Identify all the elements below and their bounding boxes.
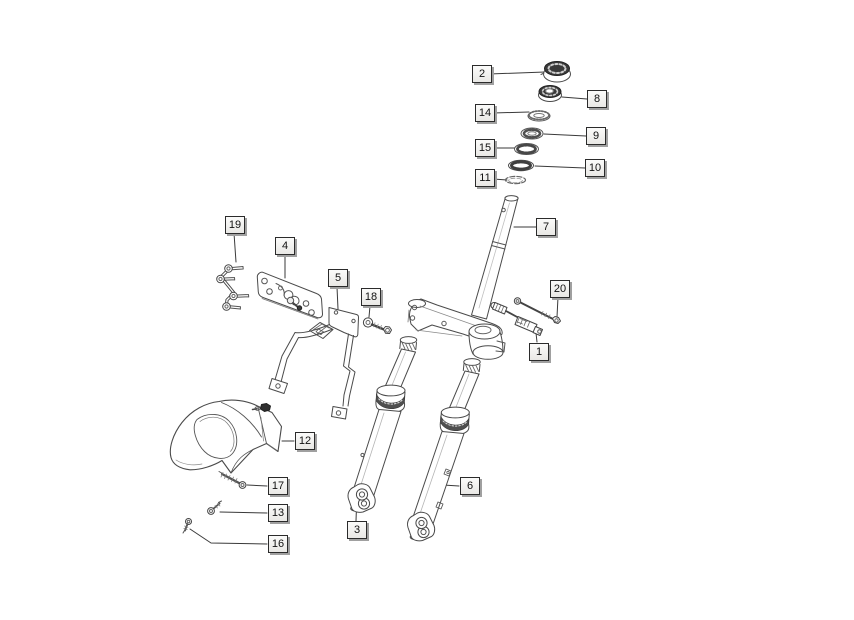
part-16-screw — [182, 518, 192, 534]
part-17-screw — [218, 471, 247, 489]
part-label-18: 18 — [361, 288, 381, 306]
part-9-upper-bearing — [520, 127, 544, 140]
part-label-5: 5 — [328, 269, 348, 287]
part-label-4: 4 — [275, 237, 295, 255]
part-label-10: 10 — [585, 159, 605, 177]
part-18-bolt — [362, 317, 392, 334]
part-label-6: 6 — [460, 477, 480, 495]
part-label-14: 14 — [475, 104, 495, 122]
part-label-20: 20 — [550, 280, 570, 298]
part-15-lower-bearing — [514, 143, 539, 155]
part-11-dust-seal — [504, 175, 527, 185]
part-7-steering-column — [471, 195, 519, 320]
part-label-12: 12 — [295, 432, 315, 450]
part-label-19: 19 — [225, 216, 245, 234]
part-2-steering-cap — [540, 61, 571, 83]
part-5-fender-bracket — [268, 307, 360, 420]
part-label-15: 15 — [475, 139, 495, 157]
part-20-bolt — [513, 297, 561, 324]
part-3-fork-leg-left — [347, 336, 418, 513]
part-label-2: 2 — [472, 65, 492, 83]
leader-lines — [189, 71, 588, 545]
part-label-17: 17 — [268, 477, 288, 495]
part-6-fork-leg-right — [407, 358, 481, 542]
part-8-bearing-cover — [538, 85, 562, 102]
part-lower-yoke — [407, 298, 506, 360]
part-label-3: 3 — [347, 521, 367, 539]
part-label-9: 9 — [586, 127, 606, 145]
part-19-hose-bracket — [216, 264, 250, 311]
part-14-washer — [527, 110, 551, 122]
part-label-7: 7 — [536, 218, 556, 236]
part-label-8: 8 — [587, 90, 607, 108]
part-4-mounting-plate — [256, 271, 323, 320]
part-10-bearing-race — [508, 159, 534, 172]
part-label-1: 1 — [529, 343, 549, 361]
part-label-11: 11 — [475, 169, 495, 187]
part-13-screw — [207, 500, 222, 515]
part-label-13: 13 — [268, 504, 288, 522]
part-1-steering-lock — [490, 302, 543, 336]
part-label-16: 16 — [268, 535, 288, 553]
part-12-front-fender — [169, 399, 283, 474]
